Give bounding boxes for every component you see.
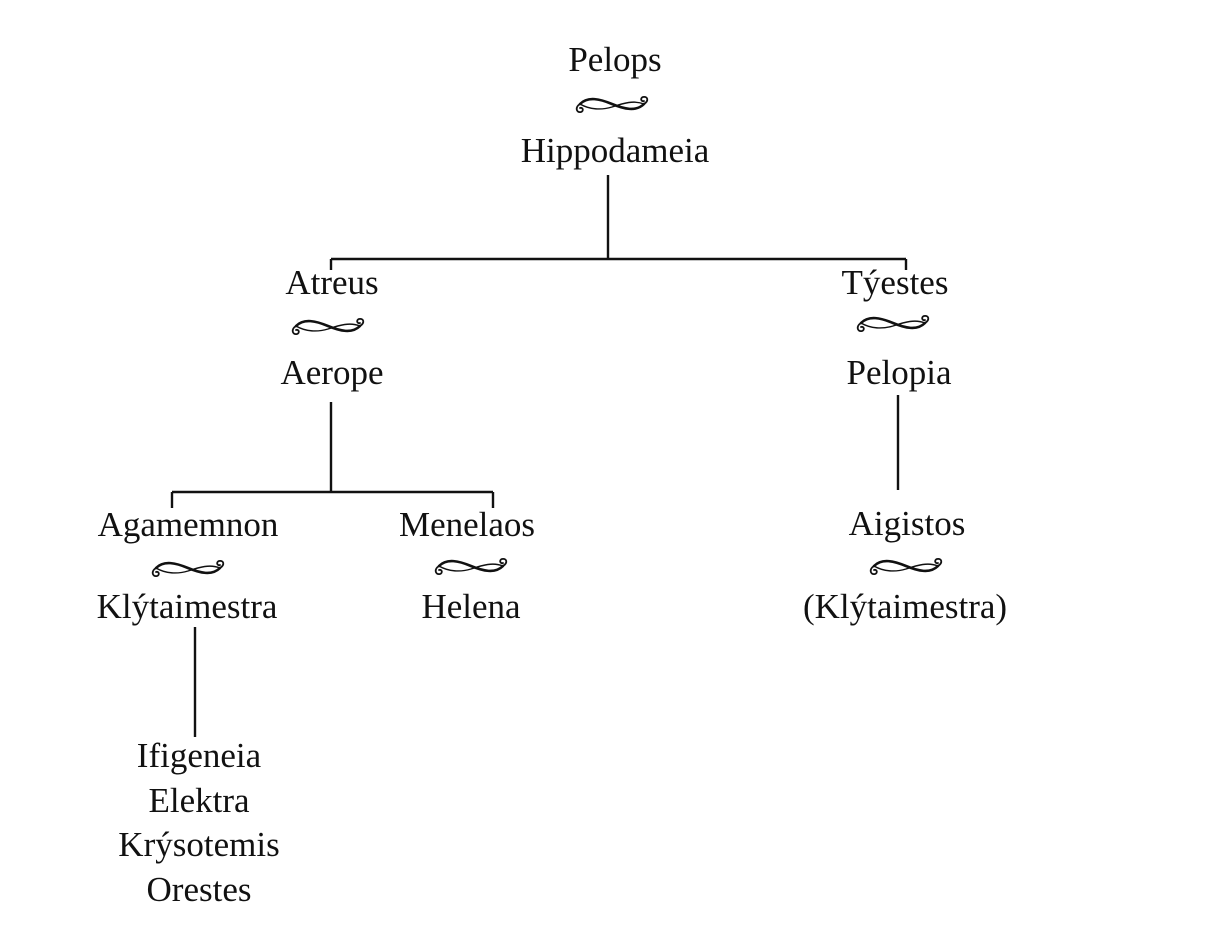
- person-menelaos: Menelaos: [398, 505, 536, 544]
- marriage-swash-icon: [291, 317, 365, 336]
- person-hippodameia: Hippodameia: [520, 131, 710, 170]
- person-pelopia: Pelopia: [846, 353, 952, 392]
- person-krysotemis: Krýsotemis: [118, 825, 280, 864]
- person-atreus: Atreus: [285, 263, 379, 302]
- person-orestes: Orestes: [146, 869, 252, 909]
- person-ifigeneia: Ifigeneia: [136, 736, 262, 775]
- children-list: Ifigeneia Elektra Krýsotemis Orestes: [118, 734, 279, 912]
- marriage-swash-icon: [151, 559, 225, 578]
- marriage-swash-icon: [575, 95, 649, 114]
- person-elektra: Elektra: [148, 780, 250, 820]
- person-agamemnon: Agamemnon: [97, 505, 279, 544]
- person-aerope: Aerope: [280, 353, 384, 392]
- marriage-swash-icon: [434, 557, 508, 576]
- person-aigistos: Aigistos: [848, 504, 966, 543]
- marriage-swash-icon: [856, 314, 930, 333]
- person-tyestes: Týestes: [841, 263, 949, 302]
- person-klytaimestra: Klýtaimestra: [96, 587, 278, 626]
- person-helena: Helena: [421, 587, 521, 626]
- person-klytaimestra-second-marriage: (Klýtaimestra): [802, 587, 1008, 626]
- person-pelops: Pelops: [568, 40, 662, 79]
- marriage-swash-icon: [869, 557, 943, 576]
